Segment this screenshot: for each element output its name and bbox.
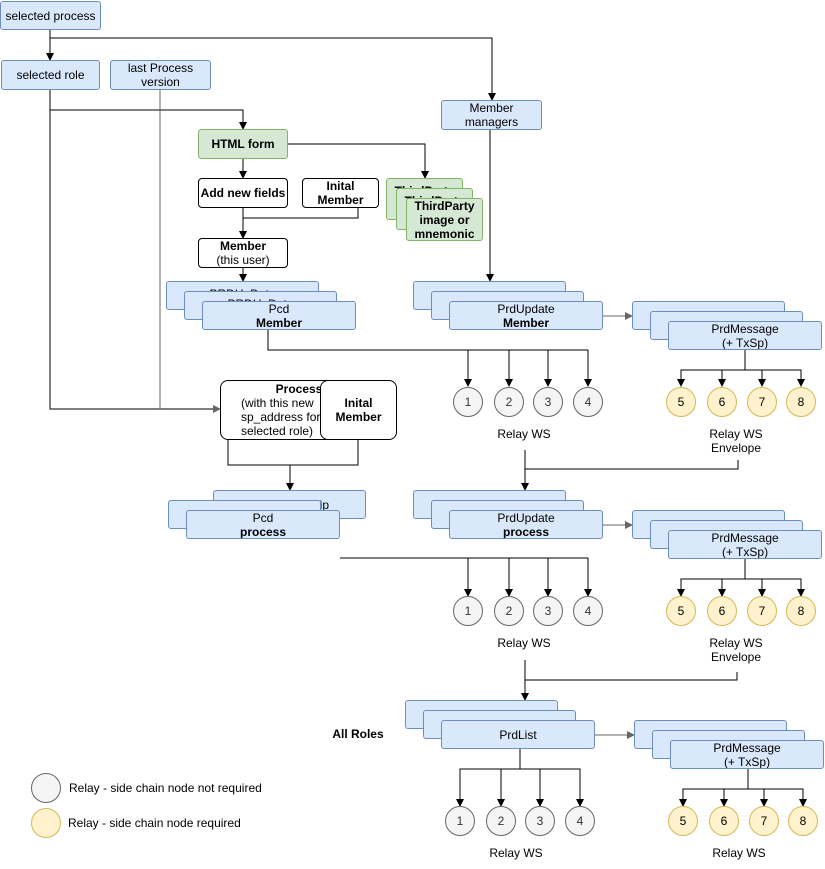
relay-node-8: 8 [788, 806, 818, 836]
prd-update-process-sub: process [502, 524, 550, 539]
process-line3: selected role) [241, 424, 314, 438]
process-inital-line2: Member [335, 410, 382, 424]
relay-node-1: 1 [445, 806, 475, 836]
third-party-line3: mnemonic [414, 226, 475, 241]
relay-ws-envelope-2-line1: Relay WS [709, 636, 763, 650]
relay-node-4: 4 [573, 387, 603, 417]
prd-message-member-line1: PrdMessage [711, 321, 779, 336]
all-roles-label: All Roles [332, 727, 384, 741]
relay-ws-label-3: Relay WS [489, 846, 543, 860]
member-managers-node: Member managers [441, 100, 542, 130]
selected-role-label: selected role [16, 68, 85, 82]
relay-node-6: 6 [707, 596, 737, 626]
relay-node-3: 3 [525, 806, 555, 836]
relay-ws-label-2: Relay WS [497, 636, 551, 650]
relay-node-4: 4 [573, 596, 603, 626]
pcd-process-back-1-label: ip [319, 497, 329, 512]
pcd-member-label: Pcd [268, 301, 290, 316]
add-new-fields-label: Add new fields [200, 186, 286, 200]
relay-node-7: 7 [747, 387, 777, 417]
relay-node-1: 1 [453, 387, 483, 417]
member-this-user-node: Member (this user) [198, 238, 288, 268]
add-new-fields-node: Add new fields [198, 178, 288, 208]
html-form-label: HTML form [211, 137, 275, 151]
relay-node-6: 6 [709, 806, 739, 836]
inital-member-line1: Inital [326, 179, 355, 193]
relay-ws-envelope-label-2: Relay WS Envelope [686, 636, 786, 664]
prd-message-process-node: PrdMessage (+ TxSp) [668, 530, 822, 559]
relay-node-6: 6 [707, 387, 737, 417]
relay-node-3: 3 [533, 596, 563, 626]
pcd-process-node: Pcd process [186, 510, 340, 539]
prd-message-member-node: PrdMessage (+ TxSp) [668, 321, 822, 350]
relay-node-5: 5 [668, 806, 698, 836]
member-line2: (this user) [216, 253, 270, 267]
prd-message-list-line1: PrdMessage [713, 740, 781, 755]
relay-node-3: 3 [533, 387, 563, 417]
prd-update-member-label: PrdUpdate [497, 301, 555, 316]
member-managers-label: Member managers [464, 101, 519, 129]
selected-process-label: selected process [5, 8, 96, 23]
legend-yellow-swatch [31, 808, 61, 838]
prd-list-label: PrdList [499, 727, 537, 742]
prd-update-member-sub: Member [502, 315, 549, 330]
prd-message-list-line2: (+ TxSp) [723, 754, 771, 769]
process-title: Process [275, 382, 323, 396]
prd-update-process-label: PrdUpdate [497, 510, 555, 525]
relay-node-2: 2 [486, 806, 516, 836]
relay-ws-envelope-1-line1: Relay WS [709, 427, 763, 441]
relay-node-2: 2 [494, 596, 524, 626]
legend-required-label: Relay - side chain node required [68, 816, 241, 830]
pcd-member-node: Pcd Member [202, 301, 356, 330]
member-line1: Member [219, 239, 266, 253]
legend-not-required-label: Relay - side chain node not required [69, 781, 262, 795]
relay-node-7: 7 [749, 806, 779, 836]
legend-grey-swatch [31, 773, 61, 803]
third-party-line2: image or [419, 212, 470, 227]
prd-update-process-node: PrdUpdate process [449, 510, 603, 539]
prd-message-process-line2: (+ TxSp) [721, 544, 769, 559]
relay-node-2: 2 [494, 387, 524, 417]
last-process-version-node: last Process version [110, 60, 211, 90]
process-inital-line1: Inital [344, 396, 373, 410]
selected-role-node: selected role [1, 60, 100, 90]
prd-message-process-line1: PrdMessage [711, 530, 779, 545]
process-line1: (with this new [241, 396, 314, 410]
pcd-member-sub: Member [255, 315, 302, 330]
prd-message-member-line2: (+ TxSp) [721, 335, 769, 350]
relay-ws-envelope-1-line2: Envelope [710, 441, 762, 455]
process-inital-member-node: Inital Member [320, 380, 397, 440]
relay-node-1: 1 [453, 596, 483, 626]
html-form-node: HTML form [198, 129, 288, 159]
relay-ws-envelope-2-line2: Envelope [710, 650, 762, 664]
third-party-line1: ThirdParty [414, 198, 475, 213]
prd-list-node: PrdList [441, 720, 595, 749]
last-process-version-label: last Process version [127, 61, 194, 89]
relay-node-4: 4 [565, 806, 595, 836]
relay-ws-label-4: Relay WS [712, 846, 766, 860]
relay-ws-envelope-label-1: Relay WS Envelope [686, 427, 786, 455]
process-line2: sp_address for [241, 410, 321, 424]
selected-process-node: selected process [0, 1, 101, 30]
relay-node-5: 5 [666, 387, 696, 417]
relay-node-5: 5 [666, 596, 696, 626]
relay-ws-label-1: Relay WS [497, 427, 551, 441]
prd-message-list-node: PrdMessage (+ TxSp) [670, 740, 824, 769]
inital-member-line2: Member [317, 193, 364, 207]
relay-node-8: 8 [786, 596, 816, 626]
pcd-process-sub: process [239, 524, 287, 539]
relay-node-8: 8 [786, 387, 816, 417]
prd-update-member-node: PrdUpdate Member [449, 301, 603, 330]
relay-node-7: 7 [747, 596, 777, 626]
pcd-process-label: Pcd [252, 510, 274, 525]
inital-member-node: Inital Member [302, 178, 379, 208]
third-party-node: ThirdParty image or mnemonic [406, 198, 483, 241]
